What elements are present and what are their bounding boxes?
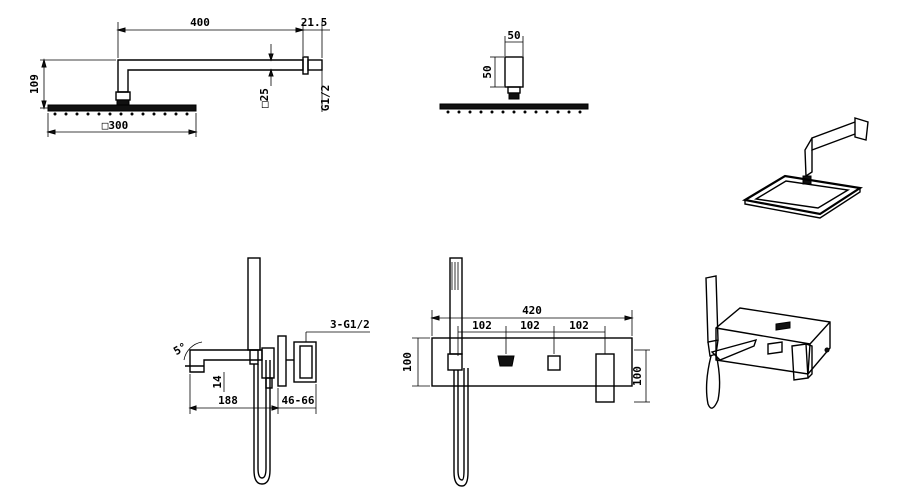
panel-front-view: 420 102 102 102 100 100 xyxy=(401,257,650,487)
nozzle-dots xyxy=(53,112,189,116)
dim-spout-height: 14 xyxy=(211,375,224,389)
dim-spout-angle: 5° xyxy=(171,340,189,358)
dim-spout-projection: 188 xyxy=(218,394,238,407)
dim-valve-connections: 3-G1/2 xyxy=(330,318,370,331)
dim-spacing-3: 102 xyxy=(569,319,589,332)
dim-ceiling-arm-height: 50 xyxy=(481,65,494,78)
isometric-bath-set xyxy=(705,275,831,409)
handshower-grip-lines xyxy=(451,262,459,290)
dim-spacing-1: 102 xyxy=(472,319,492,332)
dim-wall-flange: 21.5 xyxy=(301,16,328,29)
dim-arm-square: □25 xyxy=(258,88,271,108)
dim-ceiling-arm-width: 50 xyxy=(507,29,520,42)
ceiling-arm-shower-view: 50 50 xyxy=(439,29,589,114)
dim-arm-length: 400 xyxy=(190,16,210,29)
dim-panel-height-left: 100 xyxy=(401,352,414,372)
nozzle-dots-2 xyxy=(446,110,582,114)
isometric-shower-head xyxy=(741,117,869,219)
dim-head-size: □300 xyxy=(102,119,129,132)
dim-drop-height: 109 xyxy=(28,74,41,94)
dim-body-depth: 46-66 xyxy=(281,394,314,407)
dim-spacing-2: 102 xyxy=(520,319,540,332)
dim-arm-thread: G1/2 xyxy=(319,85,332,112)
wall-arm-shower-side-view: 400 21.5 109 □25 G1/2 □300 xyxy=(28,16,332,137)
bath-mixer-side-view: 5° 14 188 46-66 3-G1/2 xyxy=(171,257,370,485)
dim-panel-height-right: 100 xyxy=(631,366,644,386)
dim-panel-length: 420 xyxy=(522,304,542,317)
